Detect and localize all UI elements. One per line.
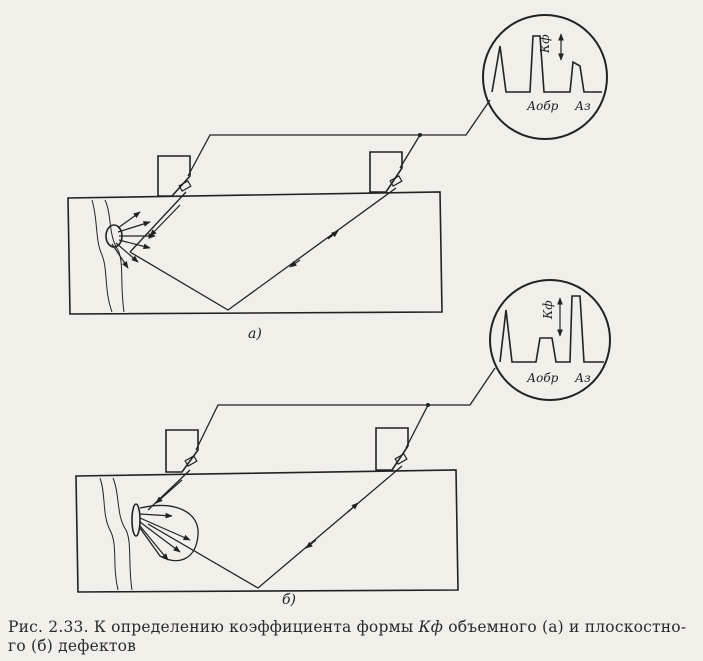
specimen-b	[75, 469, 459, 593]
panel-b-label: б)	[282, 592, 296, 608]
scope-echo-label-b: Аобр	[526, 371, 559, 385]
scatter-arrows-a	[111, 211, 156, 269]
transducer-right-b	[375, 427, 409, 471]
caption-symbol: Кф	[418, 618, 444, 636]
crack-boundary-a	[91, 199, 113, 313]
beam-path-b	[147, 465, 403, 589]
caption-line1: Рис. 2.33. К определению коэффициента фо…	[8, 618, 414, 636]
cable-b	[195, 367, 496, 451]
panel-a-label: а)	[248, 326, 262, 342]
specimen-a	[67, 191, 443, 315]
scope-echo-label-a: Аобр	[526, 99, 559, 113]
scope-k-label-a: Кф	[538, 34, 552, 54]
scope-trace-b	[499, 295, 604, 363]
transducer-left-a	[157, 155, 191, 197]
panel-b	[75, 279, 611, 593]
scope-display-b	[489, 279, 611, 401]
scope-trace-a	[491, 35, 602, 93]
transducer-right-a	[369, 151, 403, 193]
scope-k-label-b: Кф	[541, 300, 555, 320]
caption-line1-rest: объемного (а) и плоскостно-	[443, 618, 687, 636]
caption-line2: го (б) дефектов	[8, 637, 137, 655]
cable-a	[187, 99, 491, 177]
panel-a	[67, 14, 608, 315]
scope-display-a	[482, 14, 608, 140]
beam-path-a	[129, 187, 397, 311]
reflection-lobe	[139, 504, 199, 562]
transducer-left-b	[165, 429, 199, 473]
figure-caption: Рис. 2.33. К определению коэффициента фо…	[8, 618, 698, 656]
defect-planar	[131, 503, 141, 537]
scope-bottom-label-a: Аз	[574, 99, 591, 113]
scope-bottom-label-b: Аз	[574, 371, 591, 385]
scatter-arrows-b	[139, 512, 191, 561]
